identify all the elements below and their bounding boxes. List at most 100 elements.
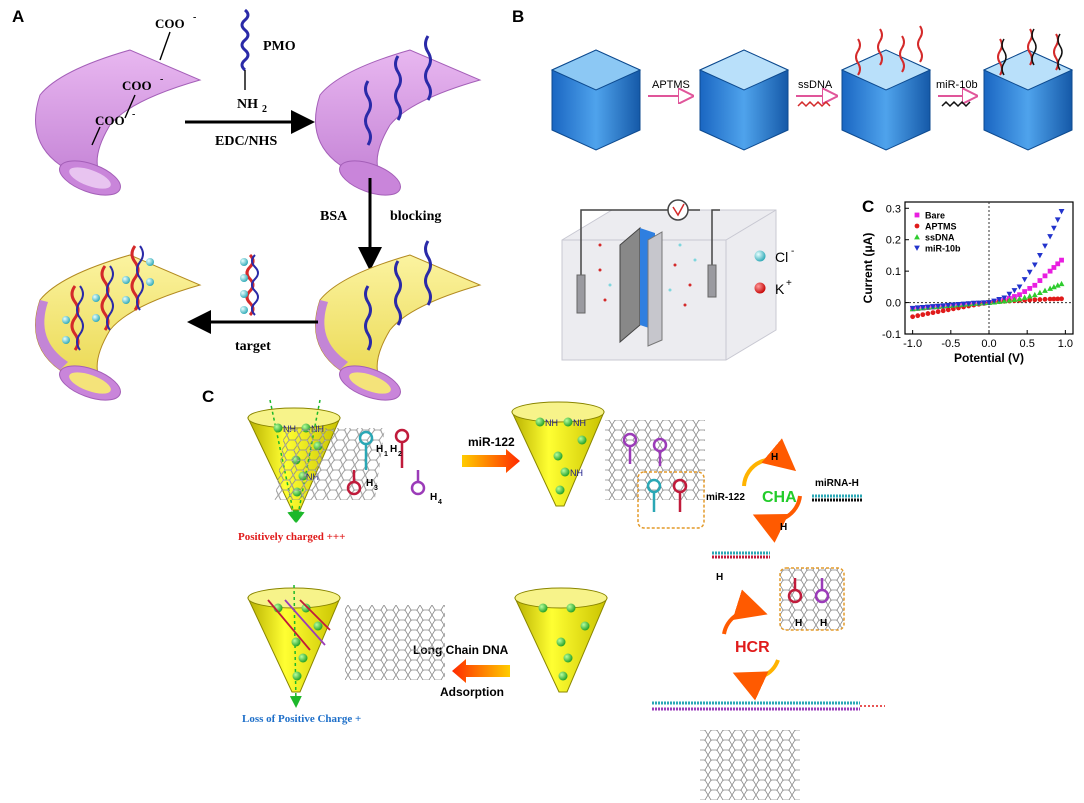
data-point bbox=[1021, 277, 1028, 283]
data-point bbox=[1058, 209, 1065, 215]
data-point bbox=[1051, 283, 1057, 290]
hcr-h3: H bbox=[795, 618, 802, 629]
cl-sup: - bbox=[791, 246, 794, 257]
minus-sup-2: - bbox=[160, 74, 163, 85]
nh2-sub: 2 bbox=[262, 104, 267, 115]
data-point bbox=[1042, 243, 1048, 249]
data-point bbox=[940, 308, 946, 314]
data-point bbox=[1055, 296, 1061, 302]
adsorption-arrow bbox=[452, 659, 510, 683]
legend-label: ssDNA bbox=[925, 233, 955, 243]
nanopore-array-1 bbox=[550, 49, 642, 151]
data-point bbox=[940, 303, 947, 309]
data-point bbox=[1054, 282, 1061, 288]
data-point bbox=[1006, 297, 1013, 303]
data-point bbox=[1042, 296, 1048, 302]
data-point bbox=[1042, 273, 1048, 279]
data-point bbox=[925, 304, 931, 310]
panel-c: C NH NH NH Positively charged +++ H bbox=[202, 387, 885, 800]
data-point bbox=[1047, 285, 1053, 291]
bsa-label: BSA bbox=[320, 209, 348, 224]
amine-labels-2: NH NH NH bbox=[545, 418, 586, 478]
tube-pmo bbox=[315, 35, 482, 196]
nanopore-array-2 bbox=[698, 49, 790, 151]
electrochemical-cell bbox=[561, 199, 777, 361]
hcr-h4: H bbox=[820, 618, 827, 629]
edc-nhs-label: EDC/NHS bbox=[215, 134, 277, 149]
hcr-label: HCR bbox=[735, 639, 770, 656]
target-label: target bbox=[235, 339, 271, 354]
data-point bbox=[925, 311, 931, 316]
data-point bbox=[1026, 269, 1033, 276]
nanopipette-cone-3 bbox=[514, 587, 608, 693]
data-point bbox=[975, 300, 982, 306]
adsorption-label: Adsorption bbox=[440, 685, 504, 699]
data-point bbox=[1021, 294, 1028, 300]
hairpin-sub: 3 bbox=[374, 485, 378, 492]
data-point bbox=[935, 309, 941, 315]
data-point bbox=[950, 306, 956, 312]
k-sup: + bbox=[786, 278, 792, 289]
mirna-h1-label: miRNA-H bbox=[815, 478, 859, 489]
data-point bbox=[930, 310, 936, 316]
hairpin-label-h4: H bbox=[430, 492, 437, 503]
pmo-label: PMO bbox=[263, 39, 296, 54]
hairpin-label-h2: H bbox=[390, 444, 397, 455]
hcr-cycle: HCR H H bbox=[722, 567, 845, 701]
data-point bbox=[1055, 261, 1061, 267]
mir10b-icon bbox=[941, 100, 971, 108]
k-label: K bbox=[775, 281, 785, 297]
pmo-strand bbox=[240, 8, 250, 72]
step-aptms: APTMS bbox=[652, 79, 690, 91]
nanopore-array-3 bbox=[840, 25, 932, 151]
data-point bbox=[1031, 262, 1038, 268]
h1-h2-label: H bbox=[716, 572, 723, 583]
bond bbox=[124, 94, 136, 119]
chloride-icon bbox=[754, 250, 766, 262]
data-point bbox=[1006, 291, 1013, 298]
nanopipette-cone-4 bbox=[247, 584, 445, 708]
data-point bbox=[945, 307, 951, 313]
nh2-label: NH bbox=[237, 97, 258, 112]
data-point bbox=[960, 301, 967, 307]
data-point bbox=[1058, 280, 1065, 287]
graphene-hairpins-1 bbox=[274, 428, 426, 500]
tube-carboxyl bbox=[35, 49, 202, 196]
data-point bbox=[970, 300, 977, 307]
data-point bbox=[1032, 282, 1038, 288]
mir122-label: miR-122 bbox=[468, 435, 515, 449]
potassium-icon bbox=[754, 282, 766, 294]
y-axis-label: Current (μA) bbox=[861, 233, 875, 304]
data-point bbox=[1027, 286, 1033, 291]
carboxyl-label-1: COO bbox=[155, 16, 185, 31]
panel-c-label: C bbox=[202, 387, 214, 406]
data-point bbox=[1059, 296, 1064, 302]
y-tick-label: -0.1 bbox=[882, 329, 901, 341]
cha-h2: H bbox=[780, 522, 787, 533]
y-tick-label: 0.2 bbox=[886, 235, 901, 247]
data-point bbox=[1011, 296, 1018, 302]
amine-label: NH bbox=[570, 468, 583, 478]
data-point bbox=[1051, 296, 1057, 302]
data-point bbox=[965, 301, 972, 307]
cha-label: CHA bbox=[762, 489, 797, 506]
mir122-arrow bbox=[462, 449, 520, 473]
legend-marker bbox=[914, 234, 920, 240]
data-point bbox=[1037, 253, 1043, 259]
data-point bbox=[1016, 284, 1023, 290]
tube-hybridized bbox=[35, 245, 202, 401]
minus-sup-3: - bbox=[132, 109, 135, 120]
series-mir-10b bbox=[909, 209, 1065, 312]
data-point bbox=[1037, 289, 1043, 296]
long-chain-dna bbox=[652, 701, 885, 800]
data-point bbox=[1047, 234, 1053, 240]
x-tick-label: 0.5 bbox=[1020, 338, 1035, 350]
data-point bbox=[1051, 225, 1057, 232]
data-point bbox=[1017, 292, 1022, 298]
hairpin-sub: 1 bbox=[384, 451, 388, 458]
panel-a: A COO - COO - COO - PMO NH 2 EDC/NHS bbox=[12, 7, 482, 401]
data-point bbox=[935, 303, 941, 310]
data-point bbox=[1016, 295, 1023, 302]
hairpin-labels-1: H 1 H 2 H 3 H 4 bbox=[366, 444, 442, 506]
